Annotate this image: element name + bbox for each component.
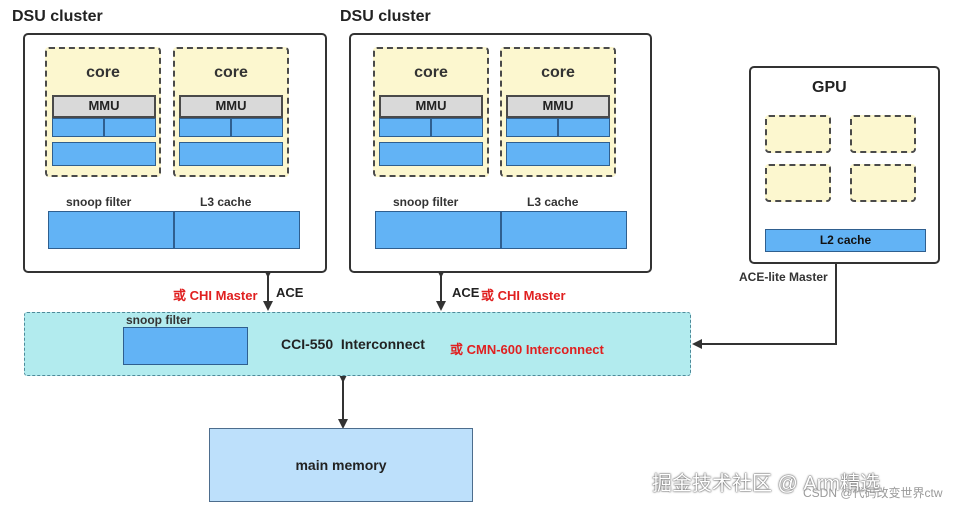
cluster-1-core-1-label: core <box>86 64 120 81</box>
gpu-core-4 <box>850 164 916 202</box>
cluster-1-l3-cache <box>174 211 300 249</box>
cluster-2-title: DSU cluster <box>340 8 431 25</box>
cluster-2-core-2-cache-b <box>558 118 610 137</box>
cluster-1-core-1-cache-b <box>104 118 156 137</box>
cluster-2-snoop-filter <box>375 211 501 249</box>
gpu-core-1 <box>765 115 831 153</box>
cluster-2-snoop-filter-label: snoop filter <box>393 195 459 209</box>
watermark-primary: 掘金技术社区 @ Arm精选 <box>652 473 881 495</box>
left-chi-master-label: 或 CHI Master <box>173 288 258 303</box>
cluster-1-title: DSU cluster <box>12 8 103 25</box>
cluster-1-core-2-l2 <box>179 142 283 166</box>
cluster-1-core-2-cache-b <box>231 118 283 137</box>
cluster-2-core-1-l2 <box>379 142 483 166</box>
cluster-1-l3-label: L3 cache <box>200 195 252 209</box>
interconnect-snoop-filter <box>123 327 248 365</box>
cluster-2-core-2-mmu: MMU <box>506 95 610 118</box>
interconnect-name: CCI-550 Interconnect <box>281 336 425 352</box>
gpu-title: GPU <box>812 79 847 96</box>
interconnect-snoop-filter-label: snoop filter <box>126 313 192 327</box>
cluster-2-core-2-l2 <box>506 142 610 166</box>
cluster-2-core-1-label: core <box>414 64 448 81</box>
cluster-2-l3-cache <box>501 211 627 249</box>
gpu-core-3 <box>765 164 831 202</box>
cluster-1-core-1-l2 <box>52 142 156 166</box>
cluster-2-core-2-label: core <box>541 64 575 81</box>
cluster-1-snoop-filter <box>48 211 174 249</box>
cluster-2-core-1-cache-a <box>379 118 431 137</box>
cluster-2-l3-label: L3 cache <box>527 195 579 209</box>
gpu-link <box>692 264 837 349</box>
cluster-1-core-1-mmu: MMU <box>52 95 156 118</box>
right-ace-label: ACE <box>452 285 480 300</box>
cluster-1-core-2-mmu: MMU <box>179 95 283 118</box>
interconnect-alt-name: 或 CMN-600 Interconnect <box>450 342 604 357</box>
cluster-1-core-1-cache-a <box>52 118 104 137</box>
right-chi-master-label: 或 CHI Master <box>481 288 566 303</box>
gpu-core-2 <box>850 115 916 153</box>
cluster-2-core-1-mmu: MMU <box>379 95 483 118</box>
gpu-l2-cache: L2 cache <box>765 229 926 252</box>
gpu-master-label: ACE-lite Master <box>739 270 828 284</box>
cluster-2-core-1-cache-b <box>431 118 483 137</box>
cluster-1-core-2-label: core <box>214 64 248 81</box>
cluster-2-core-2-cache-a <box>506 118 558 137</box>
cluster-1-core-2-cache-a <box>179 118 231 137</box>
main-memory: main memory <box>209 428 473 502</box>
left-ace-label: ACE <box>276 285 304 300</box>
cluster-1-snoop-filter-label: snoop filter <box>66 195 132 209</box>
watermark-secondary: CSDN @代码改变世界ctw <box>803 486 943 500</box>
